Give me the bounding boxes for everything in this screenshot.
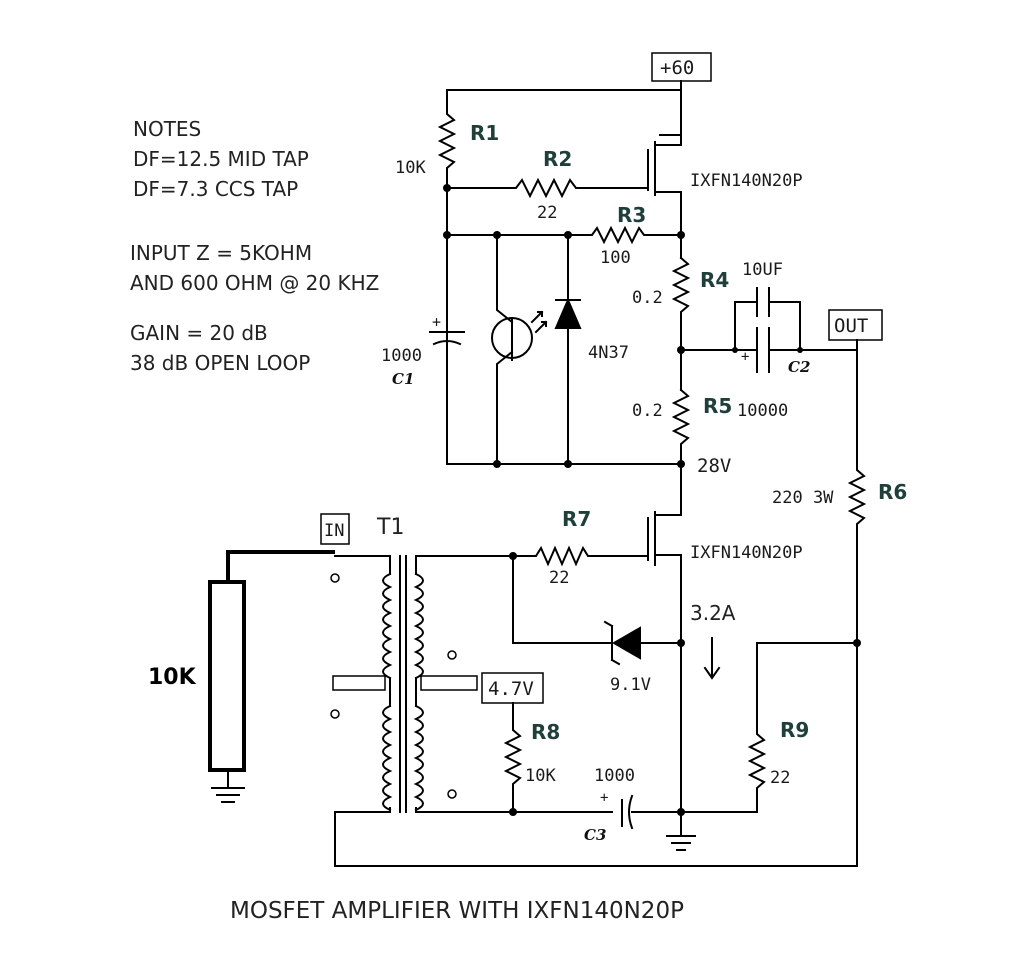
upper-stage: +60 R1 10K R2 22 IXFN140N20P R3 100 R4 0… — [381, 52, 907, 867]
zener-diode — [611, 626, 641, 660]
c2-film-capacitor — [734, 287, 801, 351]
r4-value: 0.2 — [632, 288, 663, 308]
output-label: OUT — [834, 315, 868, 337]
c1-value: 1000 — [381, 346, 422, 366]
r3-value: 100 — [600, 248, 631, 268]
r8-resistor — [503, 702, 523, 813]
current-label: 3.2A — [690, 601, 736, 625]
r6-resistor — [847, 339, 867, 867]
svg-text:+: + — [741, 349, 749, 365]
t1-primary-winding — [382, 572, 393, 812]
svg-text:+: + — [600, 790, 608, 806]
mid-voltage: 28V — [697, 455, 731, 477]
input-resistor — [208, 580, 246, 772]
supply-label: +60 — [660, 57, 694, 79]
t1-core-left — [332, 675, 386, 691]
r2-value: 22 — [537, 203, 557, 223]
opto-top-bus — [446, 234, 569, 299]
note-df-ccs: DF=7.3 CCS TAP — [133, 177, 298, 201]
r9-ref: R9 — [780, 718, 809, 742]
r9-resistor — [680, 642, 858, 813]
note-df-mid: DF=12.5 MID TAP — [133, 147, 309, 171]
r2-ref: R2 — [543, 147, 572, 171]
r1-ref: R1 — [470, 121, 499, 145]
c3-value: 1000 — [594, 766, 635, 786]
opto-label: 4N37 — [588, 343, 629, 363]
r4-ref: R4 — [700, 268, 729, 292]
q1-label: IXFN140N20P — [690, 171, 803, 191]
r5-ref: R5 — [703, 394, 732, 418]
r3-resistor — [567, 225, 682, 245]
ground-icon — [666, 811, 696, 851]
schematic-title: MOSFET AMPLIFIER WITH IXFN140N20P — [230, 898, 684, 924]
note-open-loop: 38 dB OPEN LOOP — [130, 351, 310, 375]
q2-mosfet — [647, 463, 682, 811]
r7-resistor — [415, 545, 649, 567]
r5-resistor — [671, 388, 691, 513]
q1-mosfet — [647, 134, 682, 196]
c1-capacitor — [429, 234, 465, 465]
bias-label: 4.7V — [488, 678, 534, 700]
input-resistor-value: 10K — [148, 665, 197, 690]
input-box — [320, 513, 350, 545]
opto-light-arrows — [530, 310, 548, 334]
input-label: IN — [324, 521, 344, 541]
t1-secondary-winding — [413, 572, 424, 812]
svg-text:+: + — [432, 313, 441, 331]
r7-value: 22 — [549, 568, 569, 588]
t1-core-right — [420, 675, 478, 691]
r9-value: 22 — [770, 768, 790, 788]
c2-value: 10000 — [737, 401, 788, 421]
r2-resistor — [446, 177, 649, 199]
c1-ref: C1 — [392, 370, 414, 388]
input-ground-icon — [211, 769, 245, 803]
c2-ref: C2 — [788, 358, 810, 376]
note-input-z: INPUT Z = 5KOHM — [130, 241, 312, 265]
r8-value: 10K — [525, 766, 556, 786]
transformer-t1: T1 — [330, 515, 478, 813]
input-section: IN 10K — [148, 513, 350, 803]
r5-value: 0.2 — [632, 401, 663, 421]
r3-ref: R3 — [617, 203, 646, 227]
opto-led — [554, 297, 582, 329]
r7-ref: R7 — [562, 507, 591, 531]
lower-stage: IXFN140N20P R7 22 9.1V 3.2A R9 22 4.7V R… — [334, 463, 861, 867]
note-gain: GAIN = 20 dB — [130, 321, 268, 345]
r1-value: 10K — [395, 158, 426, 178]
notes-heading: NOTES — [133, 117, 201, 141]
c2-capacitor — [680, 327, 858, 373]
input-lead — [226, 550, 335, 580]
q2-label: IXFN140N20P — [690, 543, 803, 563]
zener-leads — [512, 555, 682, 644]
current-arrow — [703, 637, 721, 680]
notes-block: NOTES DF=12.5 MID TAP DF=7.3 CCS TAP INP… — [130, 117, 379, 375]
feedback-rail — [334, 811, 858, 867]
c2-value-top: 10UF — [742, 260, 783, 280]
r8-ref: R8 — [531, 720, 560, 744]
r6-ref: R6 — [878, 480, 907, 504]
r1-resistor — [437, 89, 457, 189]
c3-ref: C3 — [584, 826, 606, 844]
output-box — [828, 309, 883, 341]
r6-value: 220 3W — [772, 488, 834, 508]
zener-label: 9.1V — [610, 675, 651, 695]
t1-core — [399, 555, 407, 813]
c3-capacitor — [415, 794, 682, 830]
opto-transistor — [496, 234, 514, 465]
r4-resistor — [671, 256, 691, 391]
t1-label: T1 — [376, 515, 404, 540]
note-input-z-hf: AND 600 OHM @ 20 KHZ — [130, 271, 379, 295]
